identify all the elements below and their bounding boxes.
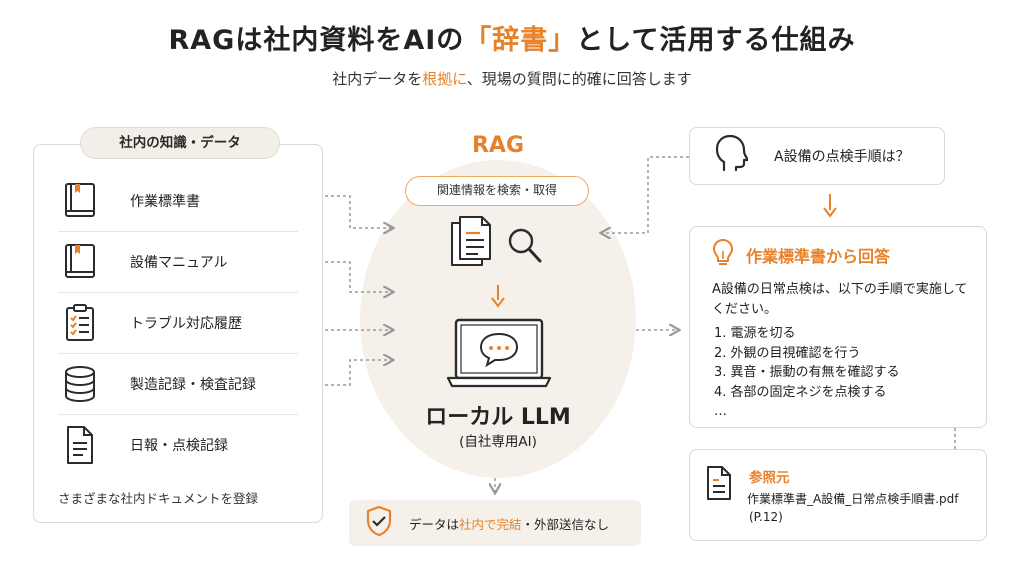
question-text: A設備の点検手順は？ (774, 149, 910, 165)
security-note-main: データは (409, 516, 460, 532)
document-icon (58, 423, 102, 467)
source-item-work-standard: 作業標準書 (58, 171, 298, 231)
connector-arrow (325, 261, 392, 292)
source-item-label: 日報・点検記録 (130, 438, 228, 454)
source-box (689, 449, 987, 541)
knowledge-panel (33, 144, 323, 523)
subtitle-tail: 、現場の質問に的確に回答します (466, 70, 692, 88)
source-page: (P.12) (749, 510, 783, 524)
clipboard-checklist-icon (58, 301, 102, 345)
knowledge-panel-label: 社内の知識・データ (80, 127, 280, 159)
source-item-production-records: 製造記録・検査記録 (58, 354, 298, 414)
divider (58, 353, 298, 354)
divider (58, 231, 298, 232)
llm-title: ローカル LLM (425, 405, 571, 430)
divider (58, 292, 298, 293)
source-item-equipment-manual: 設備マニュアル (58, 232, 298, 292)
security-note-tail: ・外部送信なし (521, 516, 610, 532)
divider (58, 414, 298, 415)
source-title: 参照元 (749, 470, 790, 486)
search-icon (505, 225, 545, 271)
answer-step: 3. 異音・振動の有無を確認する (714, 365, 900, 380)
answer-step: 1. 電源を切る (714, 326, 796, 341)
source-file: 作業標準書_A設備_日常点検手順書.pdf (P.12) (747, 490, 958, 526)
source-item-label: 設備マニュアル (130, 255, 228, 271)
source-item-daily-reports: 日報・点検記録 (58, 415, 298, 475)
security-note: データは社内で完結・外部送信なし (349, 500, 641, 546)
lightbulb-icon (712, 238, 734, 272)
source-item-label: 製造記録・検査記録 (130, 377, 256, 393)
answer-step: 4. 各部の固定ネジを点検する (714, 384, 887, 400)
database-icon (58, 362, 102, 406)
orange-down-arrow (491, 285, 505, 308)
source-item-label: トラブル対応履歴 (130, 316, 242, 332)
connector-arrow (325, 195, 392, 228)
laptop-chat-icon (446, 318, 552, 394)
shield-check-icon (365, 505, 393, 541)
knowledge-panel-footer: さまざまな社内ドキュメントを登録 (58, 491, 259, 506)
security-note-text: データは社内で完結・外部送信なし (409, 514, 609, 533)
orange-down-arrow (823, 194, 837, 218)
subtitle-accent: 根拠に (422, 70, 467, 88)
security-note-accent: 社内で完結 (459, 516, 522, 532)
source-item-label: 作業標準書 (130, 194, 200, 210)
answer-step: 2. 外観の目視確認を行う (714, 345, 861, 361)
question-box: A設備の点検手順は？ (689, 127, 945, 185)
book-icon (58, 179, 102, 223)
source-document-icon (705, 465, 733, 505)
answer-steps: 1. 電源を切る 2. 外観の目視確認を行う 3. 異音・振動の有無を確認する … (714, 324, 984, 422)
retrieval-step-label: 関連情報を検索・取得 (405, 176, 589, 206)
subtitle-main: 社内データを (332, 70, 423, 88)
title-accent: 「辞書」 (464, 25, 577, 56)
documents-icon (448, 215, 500, 273)
title-main: RAGは社内資料をAIの (168, 25, 465, 56)
connector-arrow (325, 360, 392, 386)
person-head-icon (714, 134, 750, 178)
answer-box (689, 226, 987, 428)
source-item-trouble-history: トラブル対応履歴 (58, 293, 298, 353)
title-tail: として活用する仕組み (576, 25, 856, 56)
answer-header: 作業標準書から回答 (712, 238, 890, 272)
rag-title: RAG (471, 133, 525, 158)
page-subtitle: 社内データを根拠に、現場の質問に的確に回答します (0, 68, 1024, 89)
page-title: RAGは社内資料をAIの「辞書」として活用する仕組み (0, 18, 1024, 57)
source-filename: 作業標準書_A設備_日常点検手順書.pdf (747, 492, 959, 506)
answer-step-ellipsis: … (714, 404, 727, 419)
answer-lead: A設備の日常点検は、以下の手順で実施してください。 (712, 282, 968, 317)
answer-title: 作業標準書から回答 (746, 247, 891, 266)
llm-subtitle: (自社専用AI) (459, 434, 537, 450)
connector-arrow (602, 156, 689, 233)
manual-icon (58, 240, 102, 284)
